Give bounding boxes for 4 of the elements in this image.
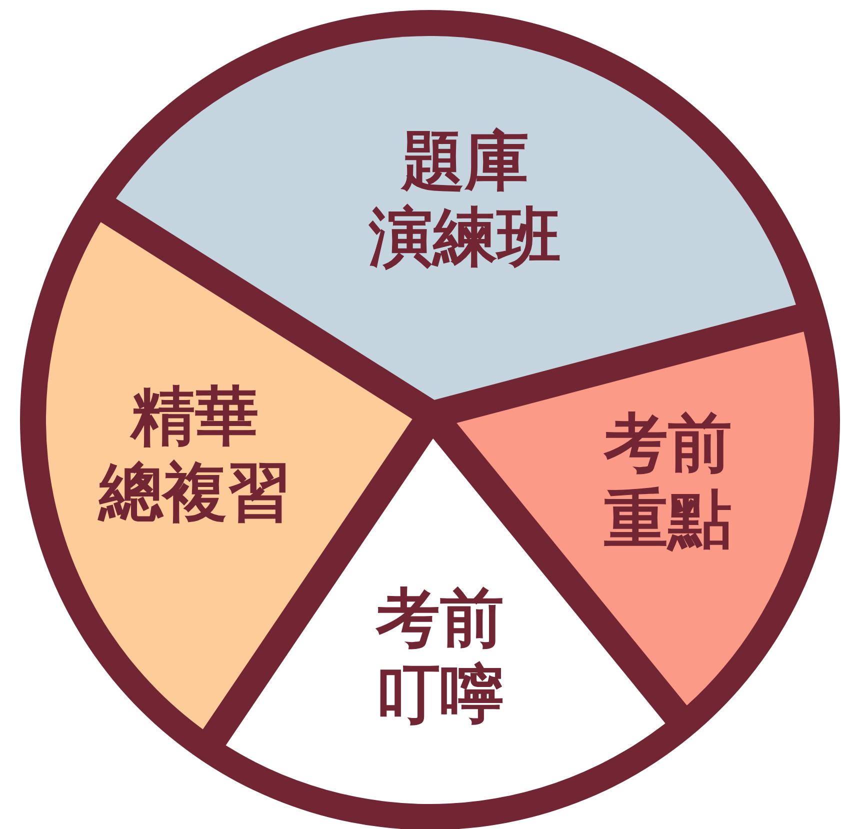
- segment-label: 考前重點: [604, 406, 732, 558]
- segment-label: 精華總複習: [98, 378, 291, 531]
- segment-label: 考前叮嚀: [376, 581, 504, 733]
- segment-label: 題庫演練班: [368, 124, 561, 276]
